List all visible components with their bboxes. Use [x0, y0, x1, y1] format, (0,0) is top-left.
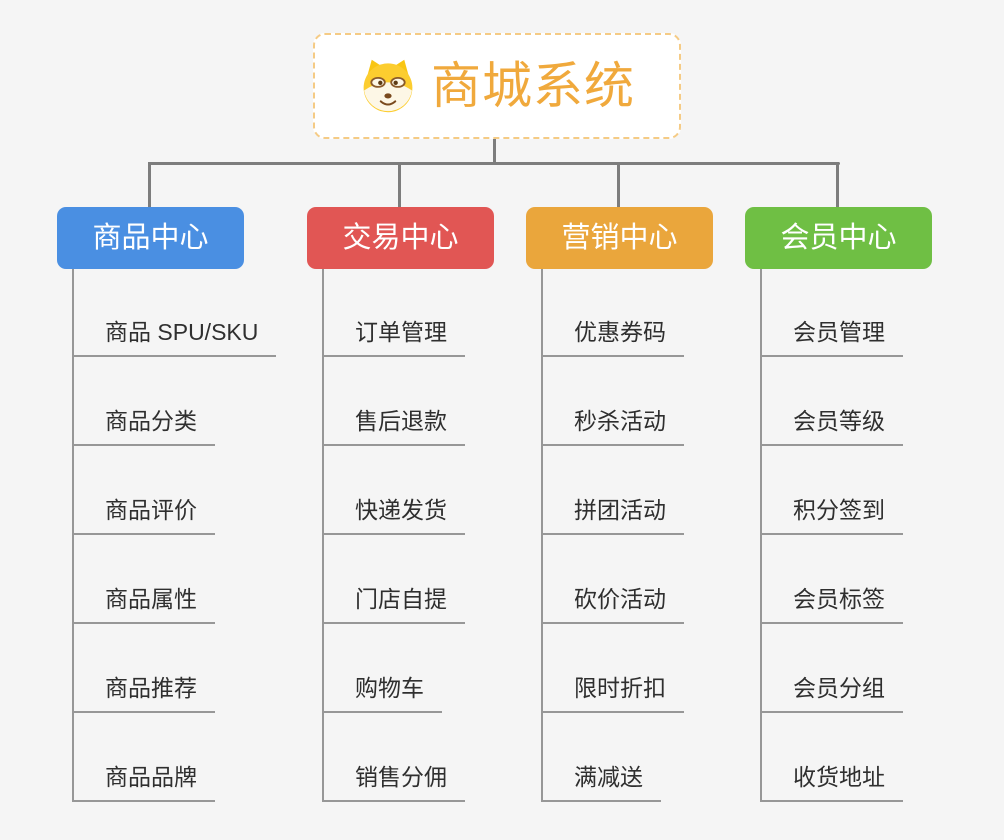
connector-spine [760, 269, 762, 802]
connector-rail [148, 162, 840, 165]
branch-label: 会员中心 [780, 221, 897, 254]
leaf-topic-label: 会员管理 [793, 319, 885, 346]
connector-spine [72, 269, 74, 802]
leaf-topic[interactable]: 砍价活动 [541, 535, 684, 624]
leaf-topic[interactable]: 快递发货 [322, 446, 465, 535]
leaf-topic-label: 商品品牌 [105, 764, 197, 791]
leaf-topic-label: 拼团活动 [574, 497, 666, 524]
connector-line-branch-3 [617, 162, 620, 208]
branch-label: 交易中心 [342, 221, 459, 254]
leaf-topic-label: 优惠券码 [574, 319, 666, 346]
connector-line-branch-2 [398, 162, 401, 208]
branch-column-member: 会员管理会员等级积分签到会员标签会员分组收货地址 [760, 269, 903, 802]
leaf-list: 商品 SPU/SKU 商品分类商品评价商品属性商品推荐商品品牌 [72, 269, 277, 802]
leaf-topic-label: 门店自提 [355, 586, 447, 613]
leaf-topic[interactable]: 购物车 [322, 624, 442, 713]
leaf-topic[interactable]: 商品评价 [72, 446, 215, 535]
leaf-topic[interactable]: 销售分佣 [322, 713, 465, 802]
leaf-topic-label: 销售分佣 [355, 764, 447, 791]
leaf-topic-label: 限时折扣 [574, 675, 666, 702]
leaf-topic[interactable]: 积分签到 [760, 446, 903, 535]
leaf-topic-label: 满减送 [574, 764, 643, 791]
leaf-topic-label: 积分签到 [793, 497, 885, 524]
leaf-list: 优惠券码秒杀活动拼团活动砍价活动限时折扣满减送 [541, 269, 684, 802]
leaf-topic-label: 商品属性 [105, 586, 197, 613]
leaf-topic[interactable]: 收货地址 [760, 713, 903, 802]
leaf-topic[interactable]: 拼团活动 [541, 446, 684, 535]
leaf-topic[interactable]: 售后退款 [322, 357, 465, 446]
root-topic[interactable]: 商城系统 [313, 33, 681, 139]
branch-topic-product-center[interactable]: 商品中心 [57, 207, 244, 269]
leaf-list: 订单管理售后退款快递发货门店自提购物车销售分佣 [322, 269, 465, 802]
leaf-topic[interactable]: 限时折扣 [541, 624, 684, 713]
connector-line-branch-1 [148, 162, 151, 208]
leaf-list: 会员管理会员等级积分签到会员标签会员分组收货地址 [760, 269, 903, 802]
shiba-dog-icon [363, 59, 413, 113]
leaf-topic[interactable]: 订单管理 [322, 269, 465, 357]
leaf-topic-label: 商品评价 [105, 497, 197, 524]
branch-label: 商品中心 [92, 221, 209, 254]
branch-topic-marketing-center[interactable]: 营销中心 [526, 207, 713, 269]
branch-topic-trade-center[interactable]: 交易中心 [307, 207, 494, 269]
leaf-topic-label: 购物车 [355, 675, 424, 702]
branch-label: 营销中心 [561, 221, 678, 254]
leaf-topic[interactable]: 门店自提 [322, 535, 465, 624]
leaf-topic-label: 会员等级 [793, 408, 885, 435]
leaf-topic-label: 会员分组 [793, 675, 885, 702]
connector-line-branch-4 [836, 162, 839, 208]
leaf-topic[interactable]: 秒杀活动 [541, 357, 684, 446]
leaf-topic[interactable]: 商品属性 [72, 535, 215, 624]
leaf-topic[interactable]: 会员管理 [760, 269, 903, 357]
leaf-topic-label: 商品 SPU/SKU [105, 319, 259, 346]
leaf-topic[interactable]: 会员等级 [760, 357, 903, 446]
branch-column-product: 商品 SPU/SKU 商品分类商品评价商品属性商品推荐商品品牌 [72, 269, 277, 802]
leaf-topic[interactable]: 商品分类 [72, 357, 215, 446]
root-topic-label: 商城系统 [431, 58, 635, 114]
connector-spine [541, 269, 543, 802]
branch-column-trade: 订单管理售后退款快递发货门店自提购物车销售分佣 [322, 269, 465, 802]
leaf-topic[interactable]: 商品品牌 [72, 713, 215, 802]
leaf-topic-label: 秒杀活动 [574, 408, 666, 435]
leaf-topic-label: 收货地址 [793, 764, 885, 791]
leaf-topic-label: 售后退款 [355, 408, 447, 435]
leaf-topic[interactable]: 商品推荐 [72, 624, 215, 713]
leaf-topic-label: 快递发货 [355, 497, 447, 524]
leaf-topic[interactable]: 会员标签 [760, 535, 903, 624]
leaf-topic[interactable]: 会员分组 [760, 624, 903, 713]
leaf-topic[interactable]: 优惠券码 [541, 269, 684, 357]
leaf-topic-label: 会员标签 [793, 586, 885, 613]
leaf-topic-label: 订单管理 [355, 319, 447, 346]
connector-spine [322, 269, 324, 802]
branch-topic-member-center[interactable]: 会员中心 [745, 207, 932, 269]
leaf-topic[interactable]: 商品 SPU/SKU [72, 269, 277, 357]
leaf-topic-label: 砍价活动 [574, 586, 666, 613]
connector-line-root [493, 138, 496, 165]
branch-column-marketing: 优惠券码秒杀活动拼团活动砍价活动限时折扣满减送 [541, 269, 684, 802]
leaf-topic[interactable]: 满减送 [541, 713, 661, 802]
leaf-topic-label: 商品分类 [105, 408, 197, 435]
leaf-topic-label: 商品推荐 [105, 675, 197, 702]
